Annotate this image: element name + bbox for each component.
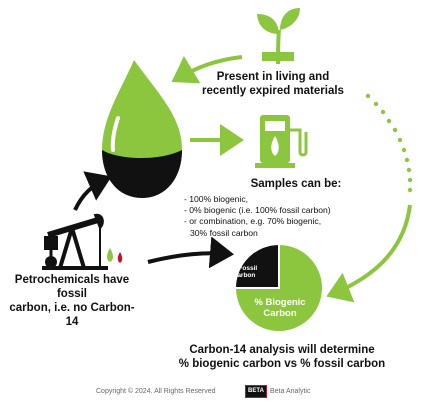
copyright-text: Copyright © 2024. All Rights Reserved <box>96 388 216 395</box>
petro-line-1: Petrochemicals have fossil <box>14 274 130 300</box>
pie-fossil-line-1: % Fossil <box>230 265 258 272</box>
arrow-arc-to-pie <box>326 204 412 303</box>
samples-item: 30% fossil carbon <box>190 227 258 238</box>
samples-list: - 100% biogenic, - 0% biogenic (i.e. 100… <box>184 194 384 239</box>
present-label: Present in living and recently expired m… <box>198 70 348 98</box>
pie-biogenic-label: % Biogenic Carbon <box>247 297 313 319</box>
pie-slice-fossil <box>233 242 280 289</box>
fuel-pump-icon <box>255 115 308 168</box>
present-line-2: recently expired materials <box>202 85 344 97</box>
samples-item: - or combination, e.g. 70% biogenic, <box>184 216 322 227</box>
oil-drop-icon <box>102 60 182 198</box>
beta-logo[interactable]: BETA <box>245 385 267 398</box>
arrow-petro-to-pie <box>147 236 234 269</box>
c14-line-1: Carbon-14 analysis will determine <box>189 344 375 356</box>
c14-label: Carbon-14 analysis will determine % biog… <box>172 343 392 371</box>
plant-sprout-icon <box>257 8 300 65</box>
pie-fossil-line-2: Carbon <box>232 272 256 279</box>
dotted-arc <box>365 93 413 193</box>
arrow-petro-to-drop <box>73 171 112 211</box>
arrow-plant-to-drop <box>171 55 243 84</box>
pie-fossil-label: % Fossil Carbon <box>226 265 262 279</box>
samples-item: - 100% biogenic, <box>184 194 249 204</box>
oil-pumpjack-icon <box>42 213 123 270</box>
samples-title: Samples can be: <box>250 178 342 190</box>
pie-biogenic-line-2: Carbon <box>263 308 297 319</box>
petro-line-2: carbon, i.e. no Carbon-14 <box>9 302 135 328</box>
c14-line-2: % biogenic carbon vs % fossil carbon <box>178 358 386 370</box>
brand-text: Beta Analytic <box>270 388 311 395</box>
pie-biogenic-line-1: % Biogenic <box>254 297 306 308</box>
pie-chart-icon <box>233 242 324 333</box>
present-line-1: Present in living and <box>216 71 330 83</box>
petro-label: Petrochemicals have fossil carbon, i.e. … <box>6 273 138 329</box>
samples-item: - 0% biogenic (i.e. 100% fossil carbon) <box>184 205 331 216</box>
